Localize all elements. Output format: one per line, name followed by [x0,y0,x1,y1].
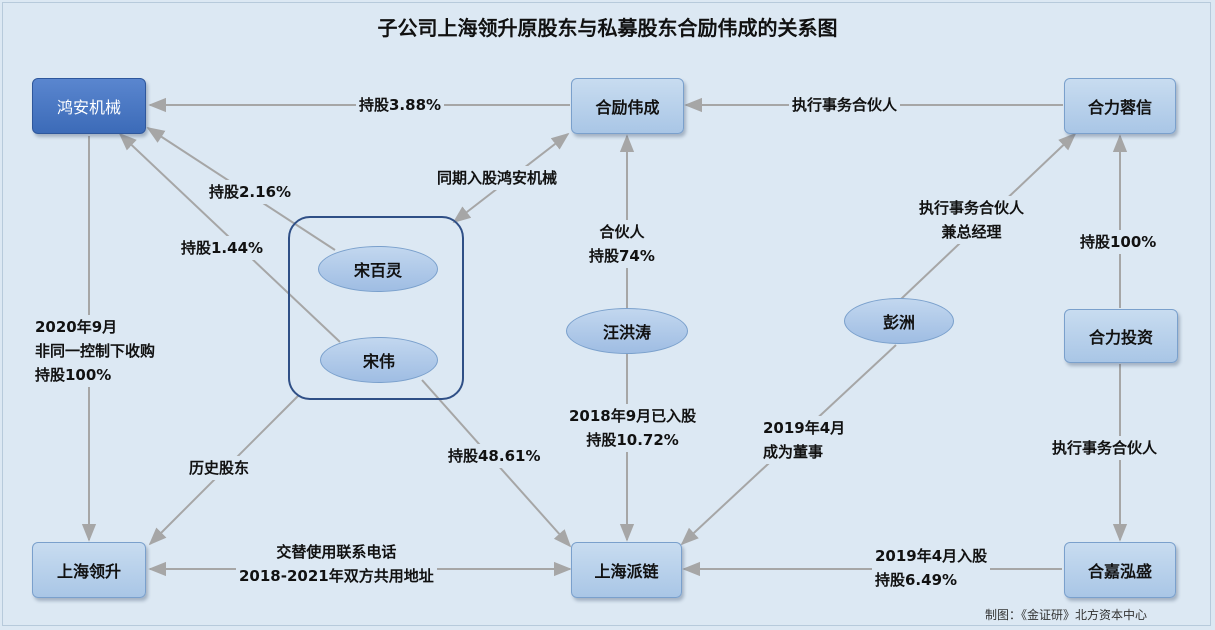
label-acquisition: 2020年9月 非同一控制下收购 持股100% [32,315,159,387]
label-partner: 合伙人 [599,223,645,241]
person-wanghongtao: 汪洪涛 [566,308,688,354]
label-acq-line3: 持股100% [35,366,112,384]
label-exec-partner-top: 执行事务合伙人 [789,93,901,117]
label-exec-partner-gm-line1: 执行事务合伙人 [919,199,1025,217]
node-heli: 合励伟成 [571,78,684,134]
label-director: 2019年4月 成为董事 [760,416,849,464]
label-joined-2018: 2018年9月已入股 持股10.72% [566,404,700,452]
node-hongan: 鸿安机械 [32,78,146,134]
person-songbailing: 宋百灵 [318,246,438,292]
label-hold-388: 持股3.88% [356,93,445,117]
label-hold-216: 持股2.16% [206,180,295,204]
person-pengzhou: 彭洲 [844,298,954,344]
label-shared-line2: 2018-2021年双方共用地址 [239,567,434,585]
label-shared-contact: 交替使用联系电话 2018-2021年双方共用地址 [236,540,437,588]
label-hold-100-right: 持股100% [1077,230,1160,254]
label-director-line2: 成为董事 [763,443,824,461]
diagram-title: 子公司上海领升原股东与私募股东合励伟成的关系图 [377,16,838,40]
node-shanghai-lingsheng: 上海领升 [32,542,146,598]
label-hold-74: 持股74% [589,247,655,265]
label-joined-2019-line1: 2019年4月入股 [875,547,988,565]
label-exec-partner-bottom: 执行事务合伙人 [1049,436,1161,460]
label-partner-74: 合伙人 持股74% [586,220,658,268]
label-acq-line2: 非同一控制下收购 [35,342,156,360]
node-helirongxin: 合力蓉信 [1064,78,1176,134]
label-shared-line1: 交替使用联系电话 [276,543,397,561]
node-hejia: 合嘉泓盛 [1064,542,1176,598]
label-history-shareholder: 历史股东 [186,456,253,480]
label-hold-4861: 持股48.61% [445,444,544,468]
node-heli-invest: 合力投资 [1064,309,1178,363]
label-joined-2018-line2: 持股10.72% [586,431,679,449]
label-hold-144: 持股1.44% [178,236,267,260]
label-joined-2019: 2019年4月入股 持股6.49% [872,544,991,592]
label-acq-line1: 2020年9月 [35,318,118,336]
node-shanghai-pailian: 上海派链 [571,542,682,598]
credit-text: 制图：《金证研》北方资本中心 [985,608,1148,622]
label-exec-partner-gm: 执行事务合伙人 兼总经理 [916,196,1028,244]
person-songwei: 宋伟 [320,337,438,383]
label-joined-2018-line1: 2018年9月已入股 [569,407,697,425]
label-exec-partner-gm-line2: 兼总经理 [941,223,1002,241]
label-joined-2019-line2: 持股6.49% [875,571,958,589]
song-family-group [288,216,464,400]
label-director-line1: 2019年4月 [763,419,846,437]
label-same-period: 同期入股鸿安机械 [434,166,561,190]
